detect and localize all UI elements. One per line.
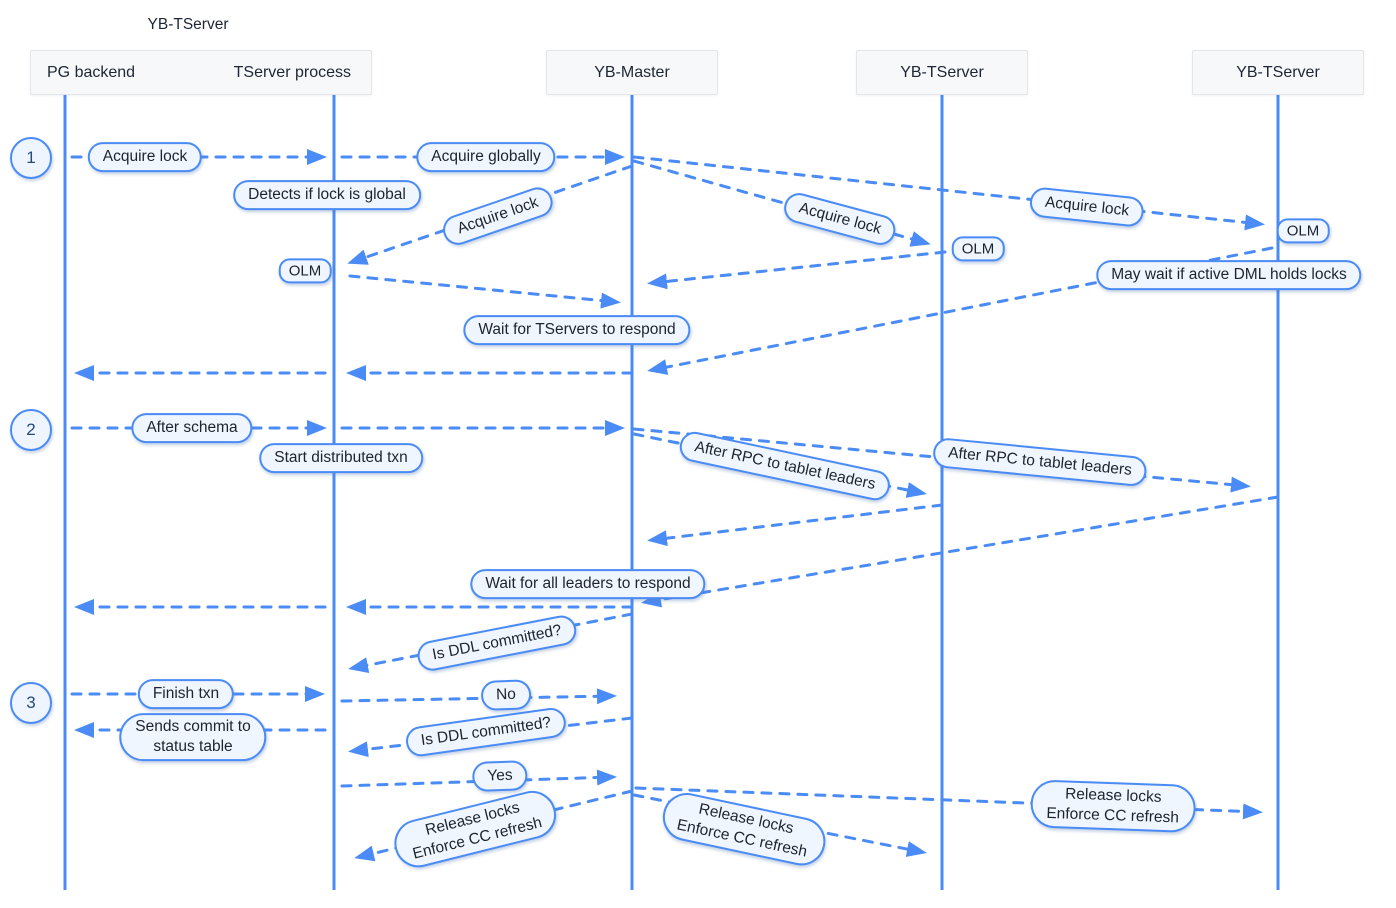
message-pill-after-schema: After schema bbox=[131, 413, 253, 443]
olm-pill-tsproc: OLM bbox=[278, 258, 332, 284]
arrow-is-ddl-committed-1 bbox=[348, 612, 634, 674]
participant-box-yb-tserver-2: YB-TServer bbox=[1192, 50, 1364, 95]
participant-pg-backend: PG backend bbox=[47, 63, 136, 81]
note-pill-may-wait-dml: May wait if active DML holds locks bbox=[1096, 260, 1362, 290]
participant-yb-tserver-1: YB-TServer bbox=[900, 63, 984, 81]
arrow-no-reply bbox=[340, 688, 617, 705]
participant-yb-master: YB-Master bbox=[594, 63, 670, 81]
message-pill-no: No bbox=[480, 679, 532, 711]
participant-box-yb-tserver-group: PG backend TServer process bbox=[30, 50, 372, 95]
message-pill-sends-commit: Sends commit to status table bbox=[119, 713, 267, 761]
arrow-ts1-rpc-return bbox=[647, 503, 944, 547]
message-pill-release-ts2: Release locks Enforce CC refresh bbox=[1029, 779, 1197, 833]
note-pill-wait-tservers: Wait for TServers to respond bbox=[463, 315, 691, 345]
message-pill-acquire-globally: Acquire globally bbox=[416, 142, 556, 172]
arrow-release-ts2 bbox=[634, 786, 1263, 820]
message-pill-yes: Yes bbox=[471, 760, 529, 792]
olm-pill-ts2: OLM bbox=[1276, 218, 1330, 244]
arrow-is-ddl-committed-2 bbox=[348, 716, 634, 758]
note-pill-detects-global: Detects if lock is global bbox=[233, 180, 421, 210]
note-pill-wait-leaders: Wait for all leaders to respond bbox=[470, 569, 706, 599]
participant-box-yb-tserver-1: YB-TServer bbox=[856, 50, 1028, 95]
step-badge-3: 3 bbox=[10, 682, 52, 724]
message-pill-finish-txn: Finish txn bbox=[137, 679, 235, 709]
group-title: YB-TServer bbox=[147, 16, 229, 33]
note-pill-start-distributed-txn: Start distributed txn bbox=[259, 443, 423, 473]
step-badge-1: 1 bbox=[10, 137, 52, 179]
arrow-master-to-ts2-olm bbox=[632, 155, 1265, 231]
arrow-ts1-olm-return bbox=[647, 250, 947, 290]
olm-pill-ts1: OLM bbox=[951, 236, 1005, 262]
participant-tserver-process: TServer process bbox=[233, 63, 351, 81]
message-pill-acquire-lock: Acquire lock bbox=[87, 142, 203, 172]
participant-box-yb-master: YB-Master bbox=[546, 50, 718, 95]
arrow-ts2-rpc-return bbox=[641, 495, 1280, 608]
participant-yb-tserver-2: YB-TServer bbox=[1236, 63, 1320, 81]
arrow-ts2-may-wait-return bbox=[647, 246, 1274, 375]
step-badge-2: 2 bbox=[10, 409, 52, 451]
arrow-tsproc-olm-return bbox=[348, 274, 621, 309]
